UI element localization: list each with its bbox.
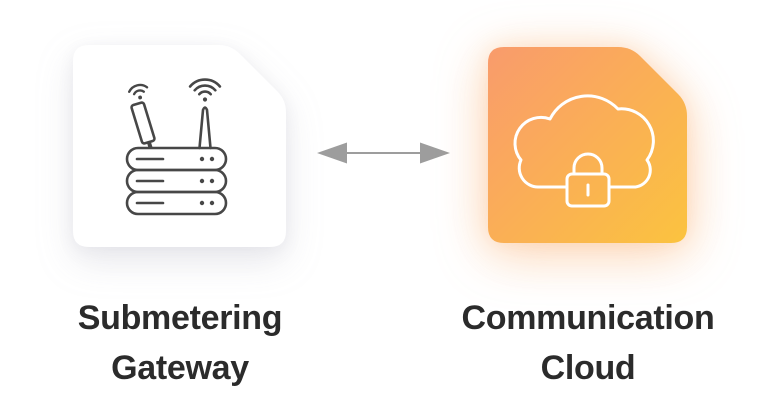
wireless-gateway-icon [125,78,228,216]
cloud-icon [513,94,655,189]
router-row [125,190,228,216]
wifi-signal-icon [128,83,149,96]
antenna-left [130,101,156,149]
node-label-communication-cloud: Communication Cloud [461,299,715,387]
indicator-dots [138,95,215,206]
wifi-signal-icon [188,78,222,96]
document-card-shape [488,47,687,243]
gateway-card [73,45,286,247]
cloud-card [488,47,687,243]
node-label-submetering-gateway: Submetering Gateway [77,299,283,387]
antenna-right [198,106,212,150]
arrowhead-left [317,142,347,164]
secure-cloud-icon [513,94,655,208]
lock-shackle [572,152,604,181]
arrowhead-right [420,142,450,164]
document-card-shape [73,45,286,247]
bidirectional-arrow-icon [317,142,450,164]
